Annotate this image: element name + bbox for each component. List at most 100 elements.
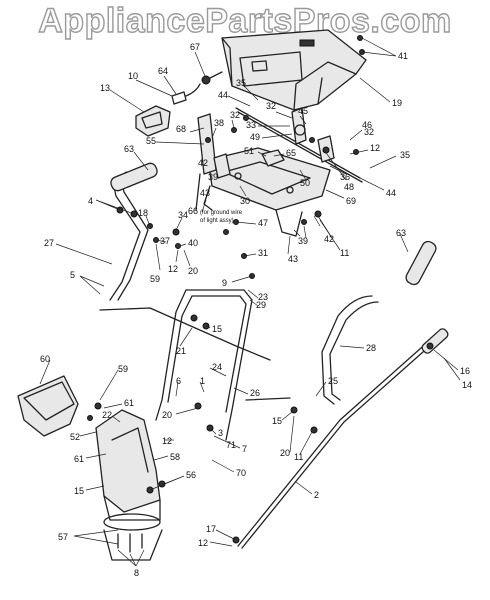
callout-6: 6 <box>176 376 181 386</box>
callout-42: 42 <box>324 234 334 244</box>
callout-14: 14 <box>462 380 472 390</box>
callout-32: 32 <box>230 110 240 120</box>
callout-42: 42 <box>198 158 208 168</box>
callout-65: 65 <box>286 148 296 158</box>
callout-19: 19 <box>392 98 402 108</box>
deflector <box>17 375 79 437</box>
light-socket <box>171 83 201 105</box>
callout-31: 31 <box>258 248 268 258</box>
callout-16: 16 <box>460 366 470 376</box>
callout-15: 15 <box>74 486 84 496</box>
callout-17: 17 <box>206 524 216 534</box>
callout-26: 26 <box>250 388 260 398</box>
rear-frame-bracket <box>203 147 331 237</box>
callout-20: 20 <box>188 266 198 276</box>
callout-52: 52 <box>70 432 80 442</box>
callout-9: 9 <box>222 278 227 288</box>
callout-49: 49 <box>250 132 260 142</box>
callout-20: 20 <box>280 448 290 458</box>
callout-57: 57 <box>58 532 68 542</box>
callout-18: 18 <box>138 208 148 218</box>
callout-39: 39 <box>298 236 308 246</box>
callout-10: 10 <box>128 71 138 81</box>
callout-47: 47 <box>258 218 268 228</box>
callout-68: 68 <box>176 124 186 134</box>
callout-8: 8 <box>134 568 139 578</box>
leader-lines <box>39 37 461 567</box>
callout-50: 50 <box>300 178 310 188</box>
pivot-bracket <box>213 153 231 179</box>
callout-1: 1 <box>200 376 205 386</box>
callout-43: 43 <box>288 254 298 264</box>
callout-37: 37 <box>160 236 170 246</box>
callout-63: 63 <box>396 228 406 238</box>
callout-7: 7 <box>242 444 247 454</box>
callout-12: 12 <box>370 143 380 153</box>
callout-38: 38 <box>214 118 224 128</box>
callout-33: 33 <box>246 120 256 130</box>
callout-70: 70 <box>236 468 246 478</box>
callout-4: 4 <box>88 196 93 206</box>
callout-51: 51 <box>244 146 254 156</box>
callout-12: 12 <box>168 264 178 274</box>
callout-20: 20 <box>162 410 172 420</box>
callout-29: 29 <box>256 300 266 310</box>
callout-labels: 41 19 67 64 10 1 3 35 44 32 45 33 4 6 32 1… <box>40 42 472 578</box>
callout-15: 15 <box>212 324 222 334</box>
callout-45: 45 <box>298 106 308 116</box>
callout-55: 55 <box>146 136 156 146</box>
left-upper-handle <box>109 162 158 301</box>
ignition-key <box>201 71 223 85</box>
callout-59: 59 <box>118 364 128 374</box>
ground-wire-note-line2: of light assy) <box>200 218 234 224</box>
callout-27: 27 <box>44 238 54 248</box>
callout-25: 25 <box>328 376 338 386</box>
callout-39: 39 <box>208 172 218 182</box>
callout-32: 32 <box>266 101 276 111</box>
callout-66: 66 <box>188 206 198 216</box>
callout-34: 34 <box>178 210 188 220</box>
callout-63: 63 <box>124 144 134 154</box>
callout-44: 44 <box>218 90 228 100</box>
callout-30: 30 <box>240 196 250 206</box>
drive-control-lever <box>195 113 217 211</box>
chute-crank-rod <box>237 328 449 549</box>
dashboard-panel <box>221 29 367 111</box>
shift-knob <box>261 149 285 167</box>
discharge-chute <box>95 409 161 521</box>
callout-35: 35 <box>400 150 410 160</box>
callout-43: 43 <box>200 188 210 198</box>
callout-67: 67 <box>190 42 200 52</box>
callout-71: 71 <box>226 440 236 450</box>
callout-40: 40 <box>188 238 198 248</box>
callout-22: 22 <box>102 410 112 420</box>
callout-58: 58 <box>170 452 180 462</box>
callout-32: 32 <box>364 127 374 137</box>
callout-11: 11 <box>340 248 349 258</box>
callout-69: 69 <box>346 196 356 206</box>
ground-wire-note-line1: (for ground wire <box>200 210 243 216</box>
callout-64: 64 <box>158 66 168 76</box>
lower-handle-frame <box>99 289 291 441</box>
callout-56: 56 <box>186 470 196 480</box>
callout-28: 28 <box>366 343 376 353</box>
callout-23: 23 <box>258 292 268 302</box>
callout-21: 21 <box>176 346 186 356</box>
right-upper-handle <box>321 240 437 405</box>
callout-59: 59 <box>150 274 160 284</box>
callout-60: 60 <box>40 354 50 364</box>
callout-5: 5 <box>70 270 75 280</box>
callout-41: 41 <box>398 51 408 61</box>
callout-12: 12 <box>162 436 172 446</box>
callout-12: 12 <box>198 538 208 548</box>
callout-2: 2 <box>314 490 319 500</box>
chute-base-ring <box>103 513 163 561</box>
callout-3: 3 <box>218 428 223 438</box>
callout-35: 35 <box>236 78 246 88</box>
headlight <box>135 105 171 137</box>
callout-61: 61 <box>74 454 84 464</box>
callout-11: 11 <box>294 452 303 462</box>
callout-36: 36 <box>340 172 350 182</box>
callout-15: 15 <box>272 416 282 426</box>
